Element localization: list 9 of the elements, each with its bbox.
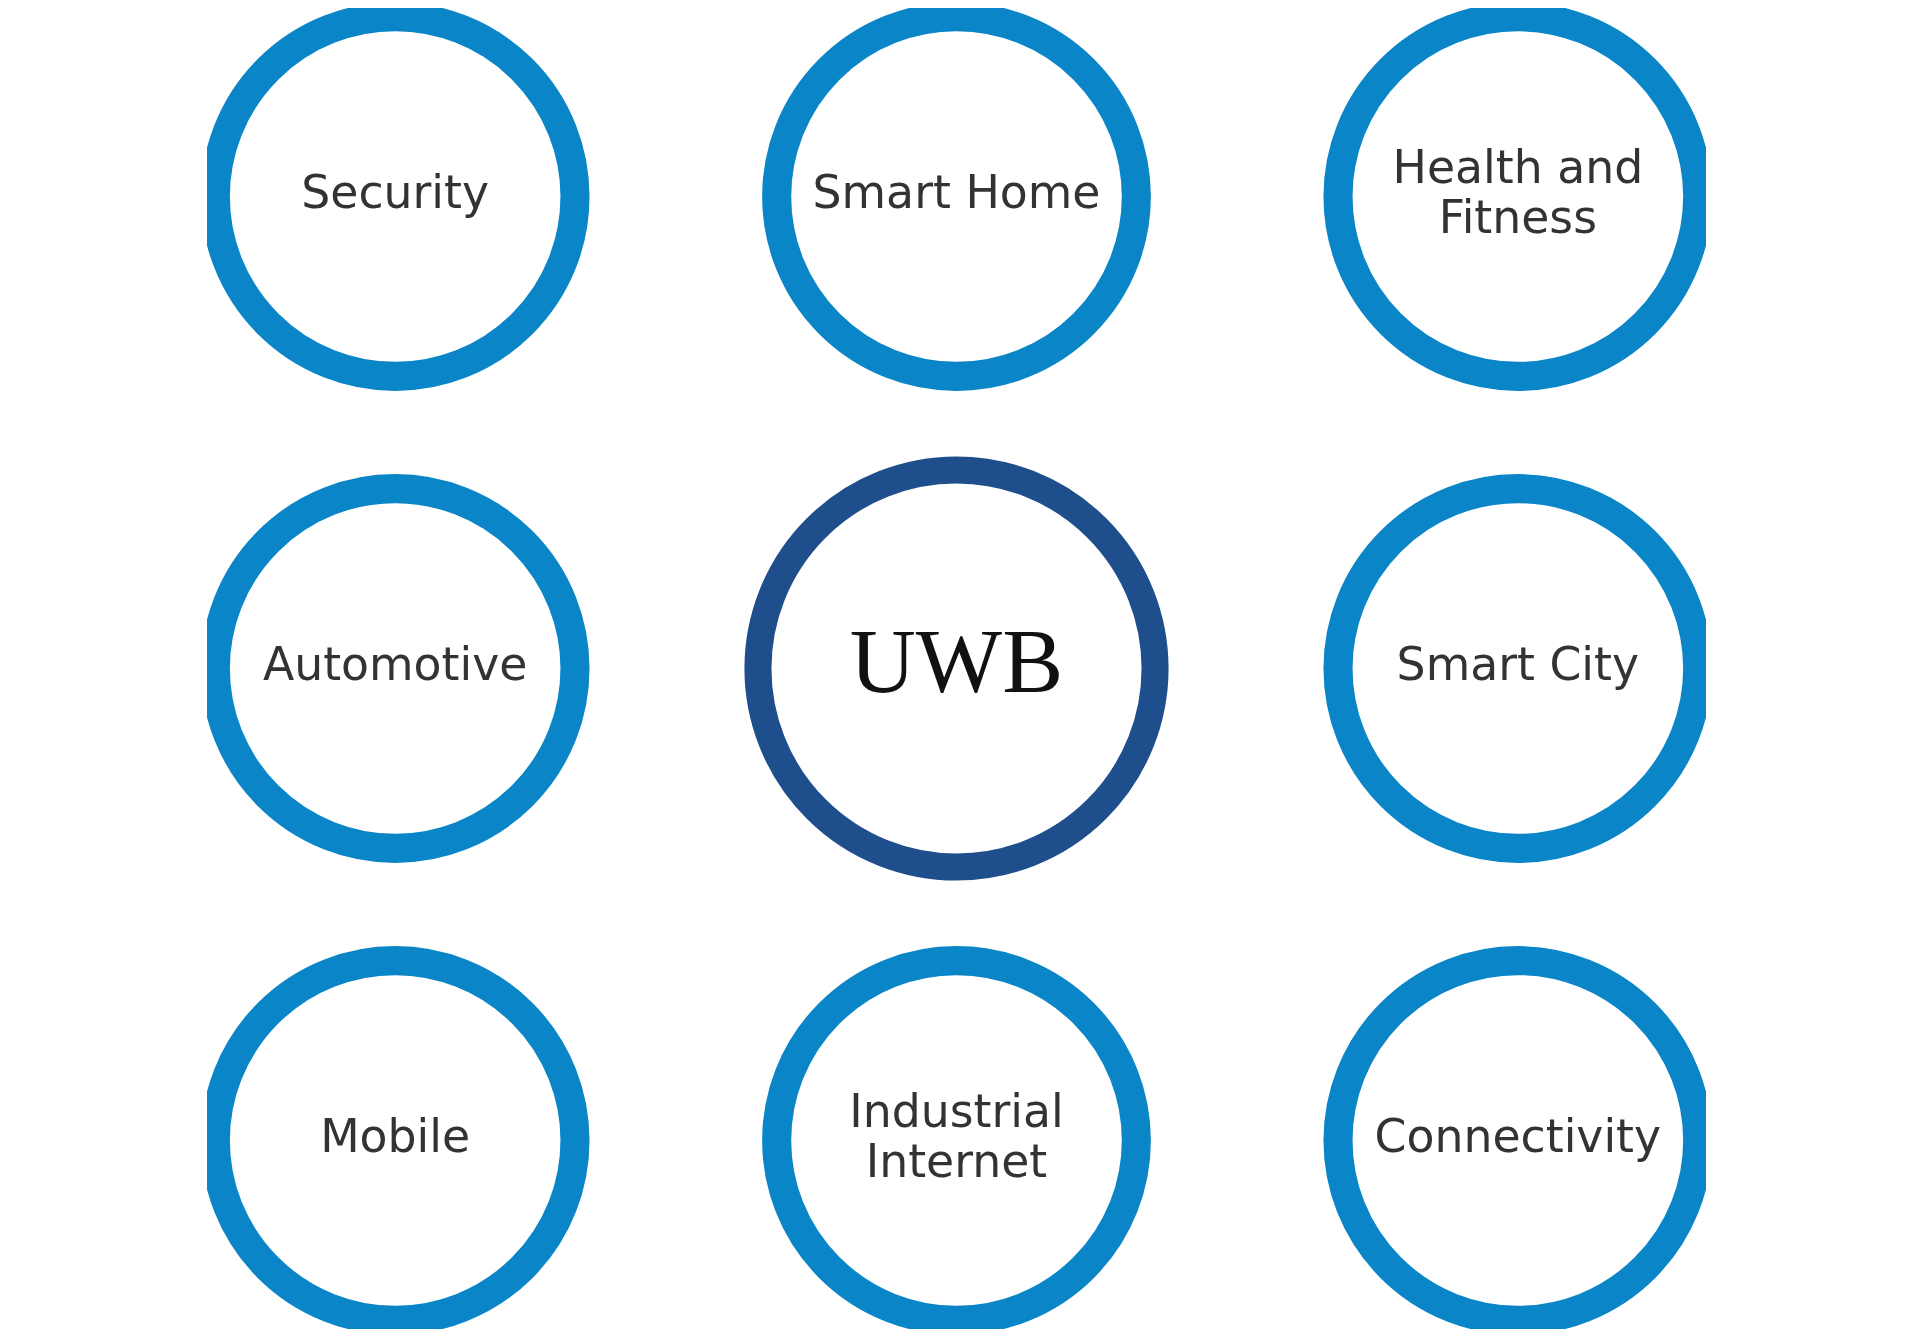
node-circle: Smart City xyxy=(1322,474,1706,863)
node-circle: Industrial Internet xyxy=(761,946,1151,1329)
node-circle: UWB xyxy=(743,456,1169,881)
node-circle: Smart Home xyxy=(761,8,1151,391)
node-circle: Mobile xyxy=(206,946,590,1329)
node-circle: Security xyxy=(206,8,590,391)
node-circle: Health and Fitness xyxy=(1322,8,1706,391)
node-circle: Automotive xyxy=(206,474,590,863)
node-circle: Connectivity xyxy=(1322,946,1706,1329)
